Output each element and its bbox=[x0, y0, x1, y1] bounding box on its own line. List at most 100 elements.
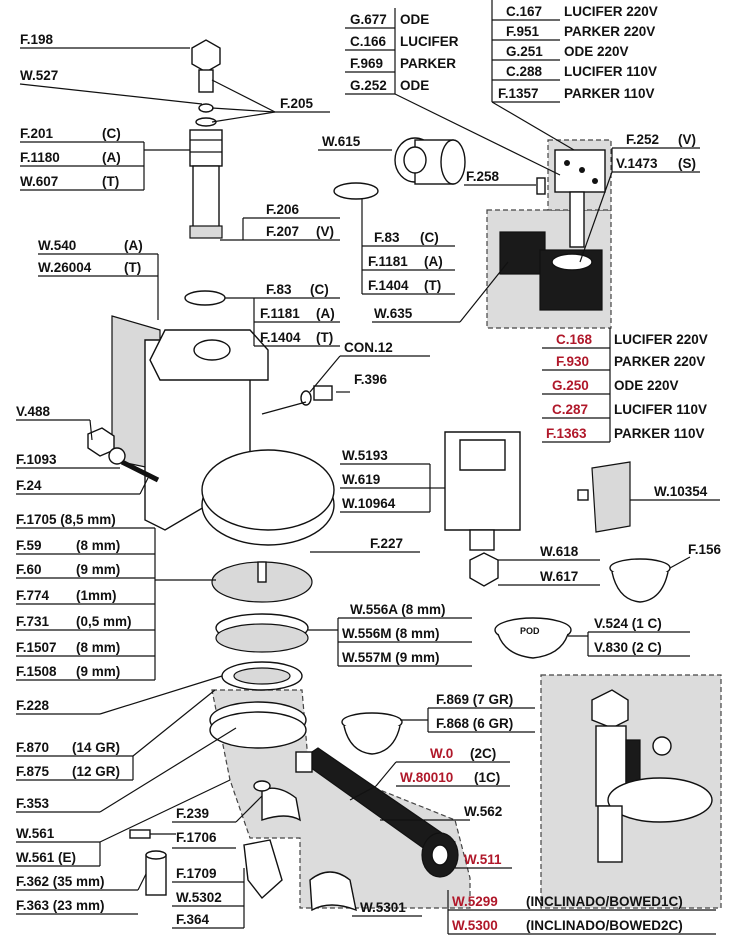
label-v488: V.488 bbox=[16, 404, 51, 419]
label-f363: F.363 (23 mm) bbox=[16, 898, 105, 913]
label-w562: W.562 bbox=[464, 804, 502, 819]
label-f1181-lower-a: (A) bbox=[316, 306, 335, 321]
label-f1404-upper: F.1404 bbox=[368, 278, 409, 293]
label-w557m: W.557M (9 mm) bbox=[342, 650, 440, 665]
label-f1357: F.1357 bbox=[498, 86, 539, 101]
w5302-spout bbox=[243, 839, 283, 900]
label-w540: W.540 bbox=[38, 238, 76, 253]
label-f83-upper: F.83 bbox=[374, 230, 400, 245]
label-ode-1: ODE bbox=[400, 12, 429, 27]
label-w0-c: (2C) bbox=[470, 746, 496, 761]
label-f875: F.875 bbox=[16, 764, 50, 779]
solenoid-connector bbox=[499, 231, 546, 275]
label-w607: W.607 bbox=[20, 174, 58, 189]
label-f1709: F.1709 bbox=[176, 866, 217, 881]
label-f396: F.396 bbox=[354, 372, 388, 387]
label-f951-desc: PARKER 220V bbox=[564, 24, 655, 39]
label-w5299-desc: (INCLINADO/BOWED1C) bbox=[526, 894, 683, 909]
label-w527: W.527 bbox=[20, 68, 58, 83]
label-f207-v: (V) bbox=[316, 224, 334, 239]
label-w10354: W.10354 bbox=[654, 484, 708, 499]
label-parker-1: PARKER bbox=[400, 56, 456, 71]
label-c166: C.166 bbox=[350, 34, 387, 49]
label-w5300-desc: (INCLINADO/BOWED2C) bbox=[526, 918, 683, 933]
label-f227: F.227 bbox=[370, 536, 403, 551]
oring-f83-right bbox=[333, 182, 379, 200]
label-w607-t: (T) bbox=[102, 174, 119, 189]
w527-spring bbox=[198, 103, 214, 113]
valve-stem bbox=[569, 191, 585, 248]
label-f774-mm: (1mm) bbox=[76, 588, 117, 603]
label-f870-gr: (14 GR) bbox=[72, 740, 120, 755]
label-w26004: W.26004 bbox=[38, 260, 92, 275]
f206-piston bbox=[192, 165, 220, 237]
label-f731-mm: (0,5 mm) bbox=[76, 614, 132, 629]
label-w540-a: (A) bbox=[124, 238, 143, 253]
label-f239: F.239 bbox=[176, 806, 209, 821]
f198-stem bbox=[198, 69, 214, 93]
label-g252: G.252 bbox=[350, 78, 387, 93]
label-f870: F.870 bbox=[16, 740, 49, 755]
f258-screw bbox=[536, 177, 546, 195]
label-f83-lower: F.83 bbox=[266, 282, 292, 297]
label-w5299: W.5299 bbox=[452, 894, 498, 909]
label-w617: W.617 bbox=[540, 569, 578, 584]
label-f60: F.60 bbox=[16, 562, 42, 577]
label-v1473: V.1473 bbox=[616, 156, 658, 171]
label-f1181-upper: F.1181 bbox=[368, 254, 408, 269]
label-c288: C.288 bbox=[506, 64, 543, 79]
label-f1404-lower: F.1404 bbox=[260, 330, 301, 345]
labels: F.198 W.527 F.205 F.201 (C) F.1180 (A) W… bbox=[16, 4, 722, 933]
label-f1507: F.1507 bbox=[16, 640, 57, 655]
label-w5301: W.5301 bbox=[360, 900, 406, 915]
f869-basket bbox=[341, 712, 403, 755]
label-f83-lower-c: (C) bbox=[310, 282, 329, 297]
label-f969: F.969 bbox=[350, 56, 383, 71]
label-g251: G.251 bbox=[506, 44, 543, 59]
label-f252: F.252 bbox=[626, 132, 659, 147]
label-f83-upper-c: (C) bbox=[420, 230, 439, 245]
label-w556m: W.556M (8 mm) bbox=[342, 626, 440, 641]
f1706-pin bbox=[129, 829, 151, 839]
label-c288-desc: LUCIFER 110V bbox=[564, 64, 657, 79]
label-g250: G.250 bbox=[552, 378, 589, 393]
label-c168-desc: LUCIFER 220V bbox=[614, 332, 708, 347]
label-f1181-lower: F.1181 bbox=[260, 306, 300, 321]
label-c167-desc: LUCIFER 220V bbox=[564, 4, 658, 19]
label-w561e: W.561 (E) bbox=[16, 850, 76, 865]
label-lucifer-1: LUCIFER bbox=[400, 34, 459, 49]
label-c287-desc: LUCIFER 110V bbox=[614, 402, 707, 417]
label-f60-mm: (9 mm) bbox=[76, 562, 120, 577]
label-g677: G.677 bbox=[350, 12, 387, 27]
label-w511: W.511 bbox=[464, 852, 502, 867]
label-f353: F.353 bbox=[16, 796, 50, 811]
label-f1508-mm: (9 mm) bbox=[76, 664, 120, 679]
label-g251-desc: ODE 220V bbox=[564, 44, 629, 59]
leader-lines bbox=[16, 0, 720, 935]
w10354-screw bbox=[577, 489, 589, 501]
w5301-spout bbox=[309, 871, 357, 912]
w615-fitting bbox=[394, 137, 466, 185]
label-f1404-upper-t: (T) bbox=[424, 278, 441, 293]
valve-cap-assembly bbox=[189, 39, 223, 239]
pod-text: POD bbox=[520, 626, 540, 636]
f156-basket bbox=[609, 558, 671, 603]
label-f1363: F.1363 bbox=[546, 426, 587, 441]
label-f1507-mm: (8 mm) bbox=[76, 640, 120, 655]
f396-nipple bbox=[313, 385, 333, 401]
f205-seal bbox=[195, 117, 217, 127]
label-w0: W.0 bbox=[430, 746, 453, 761]
label-v524: V.524 (1 C) bbox=[594, 616, 662, 631]
label-f198: F.198 bbox=[20, 32, 54, 47]
label-f1180: F.1180 bbox=[20, 150, 60, 165]
label-v830: V.830 (2 C) bbox=[594, 640, 662, 655]
label-f362: F.362 (35 mm) bbox=[16, 874, 105, 889]
label-c167: C.167 bbox=[506, 4, 542, 19]
label-f1363-desc: PARKER 110V bbox=[614, 426, 705, 441]
label-f156: F.156 bbox=[688, 542, 722, 557]
label-f875-gr: (12 GR) bbox=[72, 764, 120, 779]
label-f228: F.228 bbox=[16, 698, 50, 713]
solenoid-valve bbox=[499, 149, 606, 311]
label-w80010: W.80010 bbox=[400, 770, 453, 785]
label-w80010-c: (1C) bbox=[474, 770, 500, 785]
